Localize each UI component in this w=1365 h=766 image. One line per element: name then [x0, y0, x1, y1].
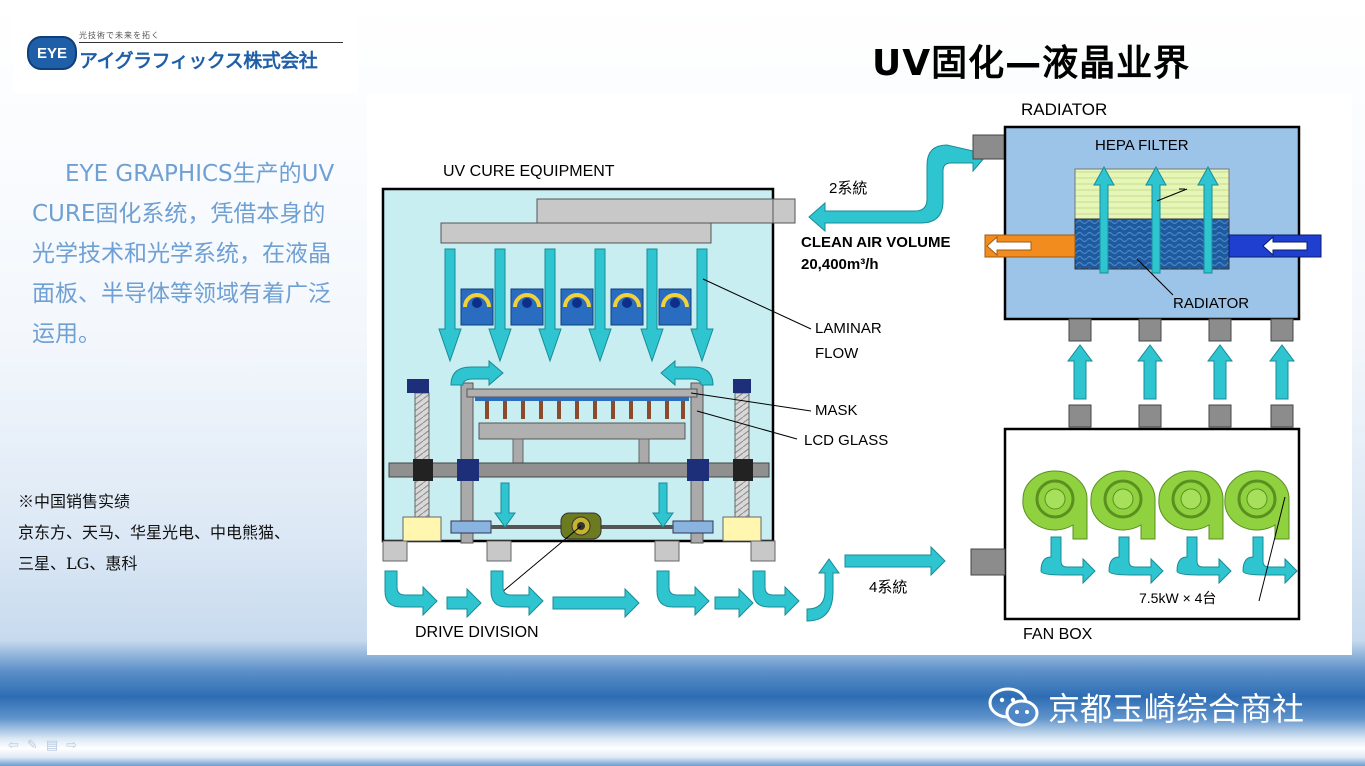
fans	[1022, 470, 1290, 540]
duct-connector	[772, 198, 796, 224]
mask-label: MASK	[815, 402, 858, 419]
return-air-arrows	[450, 359, 714, 528]
fan-spec-pointer	[1258, 496, 1286, 602]
laminar-label: LAMINAR	[815, 320, 882, 337]
supply-air-arrows	[808, 141, 986, 233]
airflow-value: 20,400m³/h	[801, 256, 879, 273]
logo-tagline: 光技術で未来を拓く	[79, 31, 160, 40]
previous-icon[interactable]: ⇦	[8, 738, 27, 753]
air-diffuser	[440, 222, 712, 244]
diagram-svg: UV CURE EQUIPMENT	[381, 100, 1322, 643]
uv-cure-system-diagram: UV CURE EQUIPMENT	[367, 93, 1352, 655]
sales-heading: ※中国销售实绩	[18, 492, 131, 511]
footer-band	[0, 640, 1365, 766]
chamber-feet	[382, 540, 776, 562]
description-line: 面板、半导体等领域有着广泛	[32, 281, 331, 307]
next-icon[interactable]: ⇨	[66, 738, 86, 753]
menu-icon[interactable]: ▤	[45, 738, 67, 753]
eye-logo-badge: EYE	[27, 36, 77, 70]
air-inlet-duct	[536, 198, 778, 224]
logo-company-name: アイグラフィックス株式会社	[79, 50, 318, 72]
description-line: EYE GRAPHICS生产的UV	[65, 161, 335, 187]
radiator-label: RADIATOR	[1173, 295, 1249, 312]
fan-intake-arrows	[1040, 536, 1298, 585]
system2-label: 2系統	[829, 180, 867, 197]
fan-to-radiator-arrows	[1067, 344, 1295, 400]
radiator-up-arrows	[1093, 165, 1219, 274]
mask-stage	[388, 379, 770, 544]
callout-lines	[494, 278, 812, 599]
footer-brand-text: 京都玉崎综合商社	[1048, 690, 1305, 728]
uv-cure-equipment-label: UV CURE EQUIPMENT	[443, 163, 615, 180]
pen-icon[interactable]: ✎	[26, 738, 46, 753]
description-text: EYE GRAPHICS生产的UV CURE固化系统，凭借本身的 光学技术和光学…	[32, 154, 372, 354]
hepa-pointer-line	[1156, 188, 1188, 202]
fan-spec-label: 7.5kW × 4台	[1139, 590, 1216, 606]
sales-record: ※中国销售实绩 京东方、天马、华星光电、中电熊猫、 三星、LG、惠科	[18, 486, 290, 579]
uv-lamps	[460, 288, 692, 326]
flow-label: FLOW	[815, 345, 859, 362]
radiator-pointer-line	[1136, 258, 1174, 296]
uv-chamber	[381, 187, 775, 543]
slideshow-nav-controls[interactable]: ⇦✎▤⇨	[8, 738, 85, 753]
description-line: CURE固化系统，凭借本身的	[32, 201, 326, 227]
lcd-glass-label: LCD GLASS	[804, 432, 888, 449]
fan-box-label: FAN BOX	[1023, 626, 1093, 643]
clean-air-volume-label: CLEAN AIR VOLUME	[801, 234, 950, 251]
logo-divider	[79, 42, 343, 43]
sales-customers-line: 三星、LG、惠科	[18, 554, 138, 573]
inlet-arrow	[1262, 235, 1308, 257]
drive-division-label: DRIVE DIVISION	[415, 624, 539, 641]
hepa-filter-label: HEPA FILTER	[1095, 137, 1189, 154]
sales-customers-line: 京东方、天马、华星光电、中电熊猫、	[18, 523, 291, 542]
slide-title: UV固化—液晶业界	[872, 43, 1191, 84]
system4-label: 4系統	[869, 579, 907, 596]
drive-division-arrows	[384, 545, 946, 622]
outlet-arrow	[986, 235, 1032, 257]
radiator-title: RADIATOR	[1021, 100, 1107, 119]
company-logo: EYE 光技術で未来を拓く アイグラフィックス株式会社	[13, 8, 358, 93]
fan-box-inlet	[970, 548, 1006, 576]
description-line: 运用。	[32, 321, 101, 347]
description-line: 光学技术和光学系统，在液晶	[32, 241, 331, 267]
laminar-flow-arrows	[438, 248, 714, 363]
radiator-bottom-ports	[1068, 318, 1294, 428]
footer-brand: 京都玉崎综合商社	[988, 684, 1304, 730]
wechat-icon	[988, 687, 1039, 727]
radiator-inlet	[972, 134, 1006, 160]
